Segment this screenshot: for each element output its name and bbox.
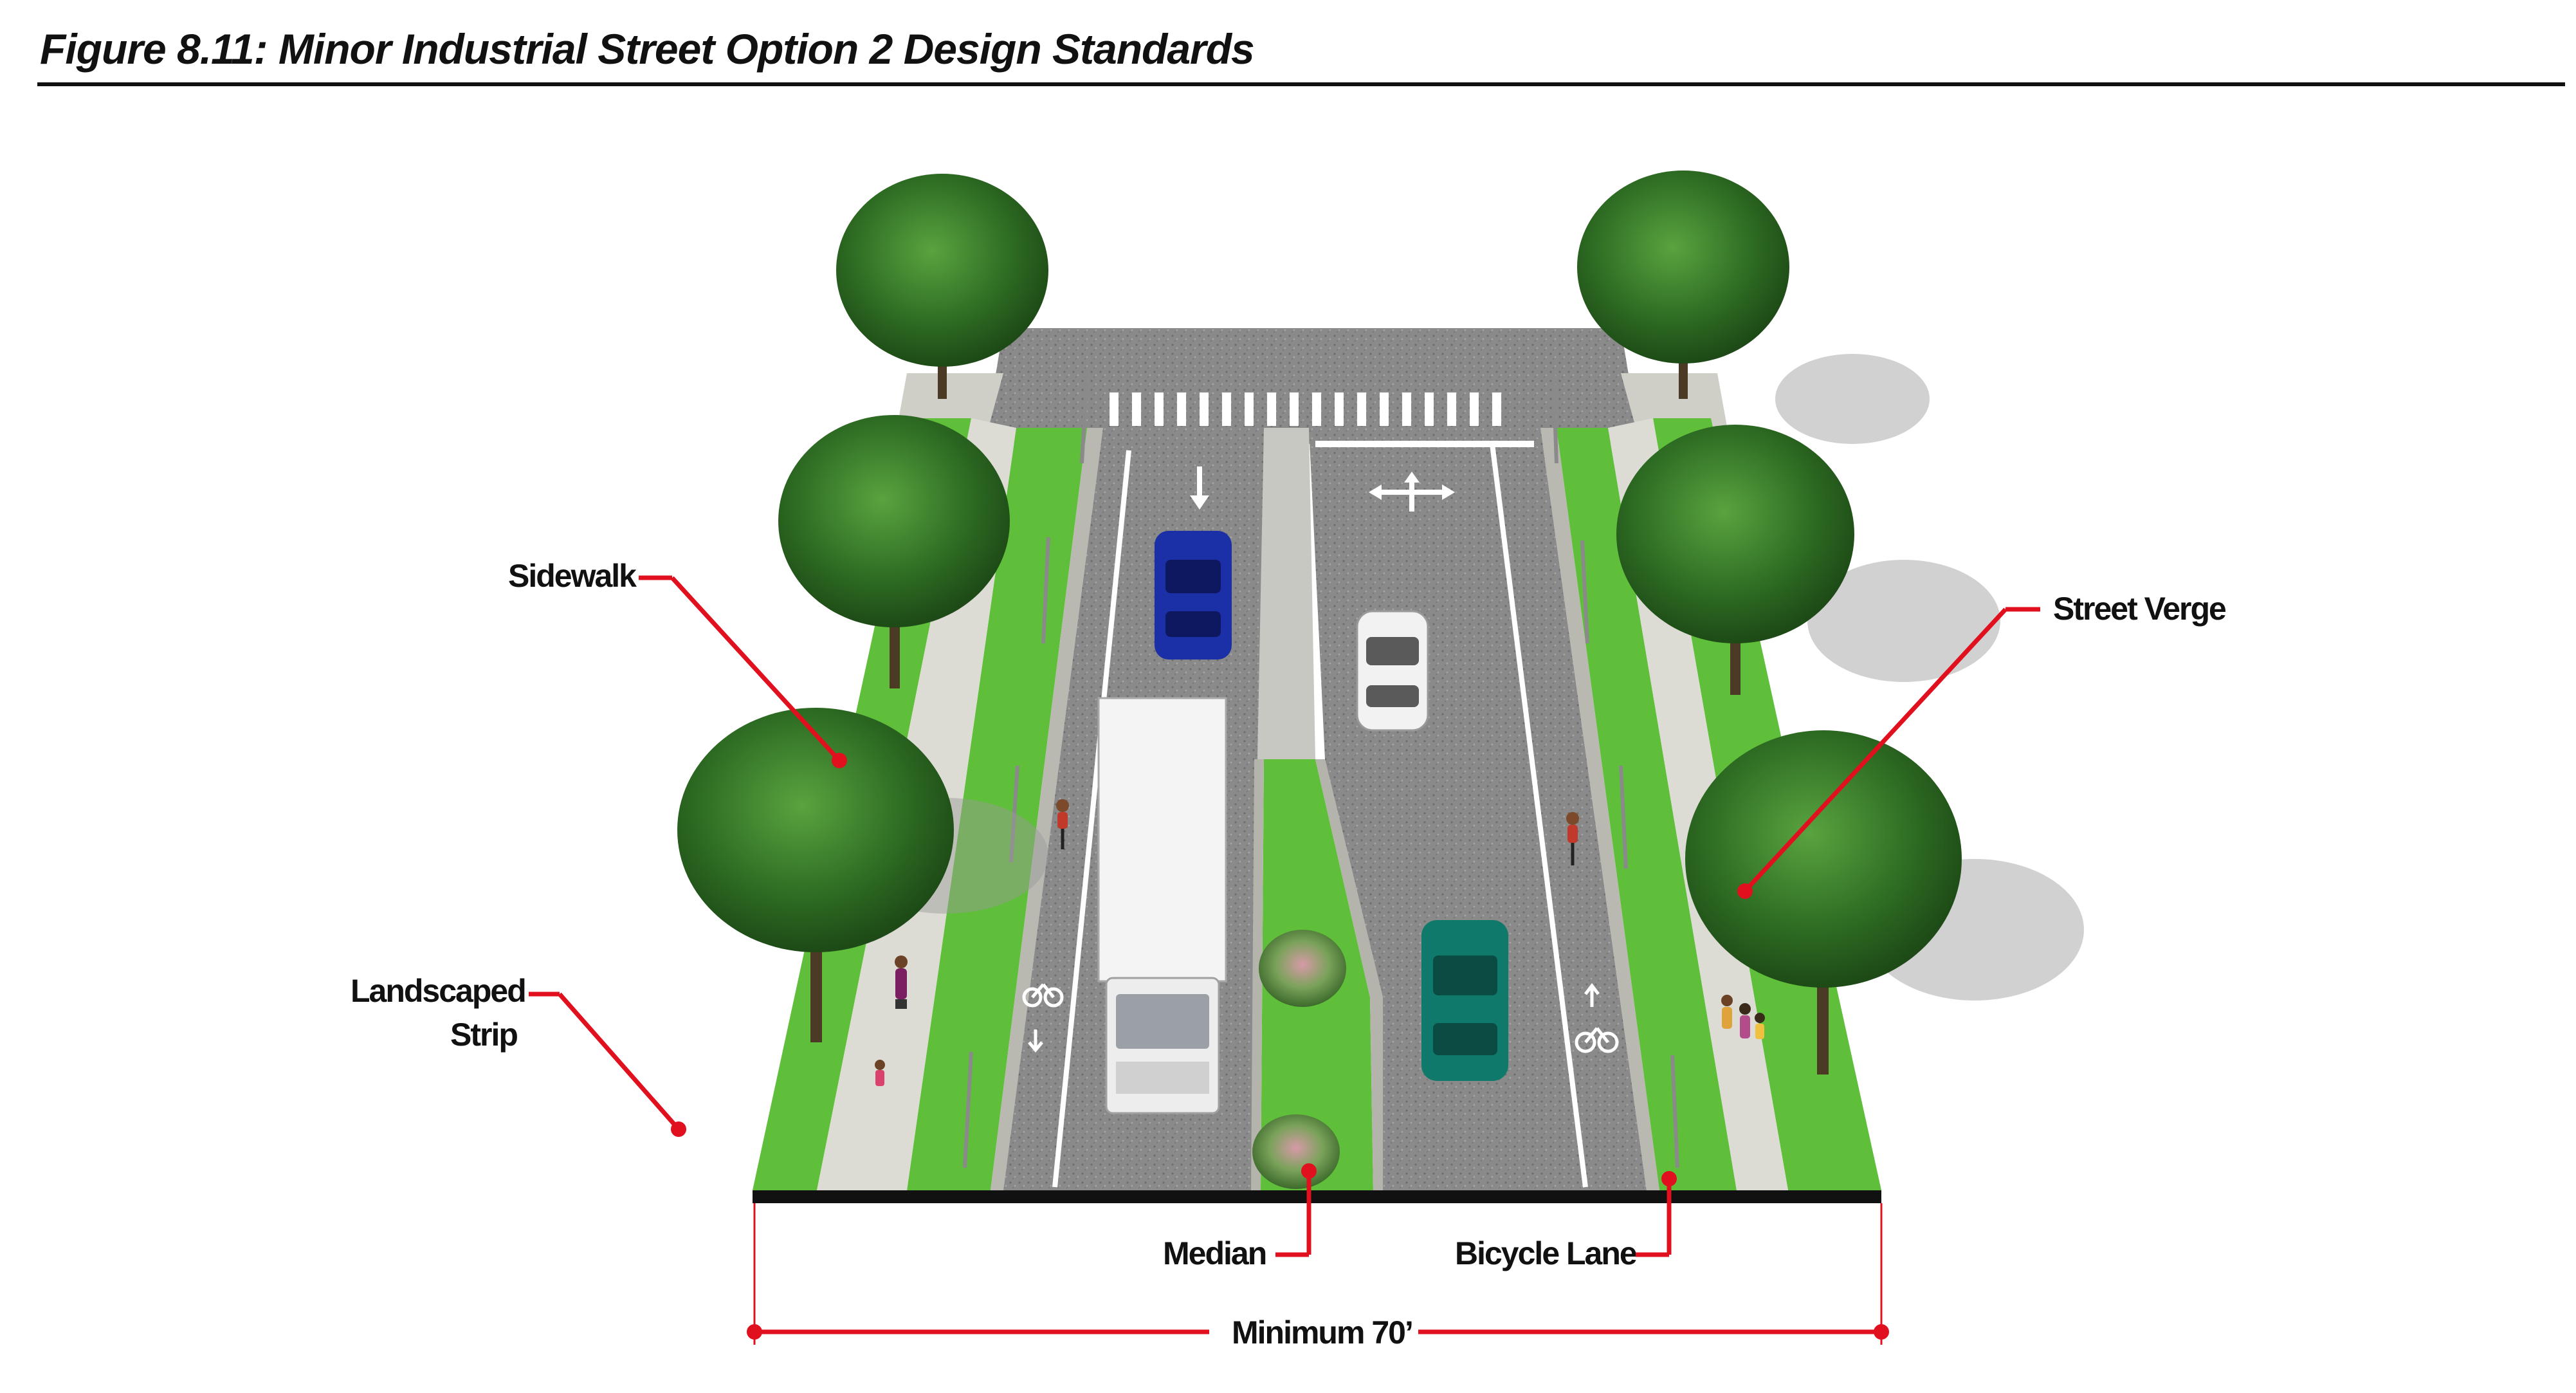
left-curb (991, 428, 1103, 1190)
tree-right-1 (1577, 171, 1789, 399)
down-arrow-marking (1190, 466, 1209, 510)
street-lights (963, 373, 1679, 1168)
street-verge-label: Street Verge (2053, 591, 2226, 627)
median-shrubs (1252, 930, 1346, 1189)
blue-car (1155, 531, 1232, 660)
landscaped-strip-label-line2: Strip (450, 1017, 517, 1053)
tree-left-3 (677, 708, 954, 1042)
landscaped-strip-callout: Landscaped Strip (351, 973, 686, 1137)
box-truck (1097, 697, 1227, 1114)
right-bike-lane-marking (1575, 982, 1619, 1053)
left-bike-lane-marking (1022, 983, 1064, 1053)
crosswalk (1110, 392, 1501, 426)
bicycle-lane-label: Bicycle Lane (1455, 1235, 1637, 1271)
sidewalk-callout: Sidewalk (508, 558, 847, 768)
bicycle-lane-callout: Bicycle Lane (1455, 1171, 1677, 1271)
landscaped-strip-label-line1: Landscaped (351, 973, 525, 1009)
child-pedestrian (875, 1060, 885, 1086)
street-base (753, 1190, 1881, 1203)
sidewalk-label: Sidewalk (508, 558, 637, 594)
tree-right-3 (1685, 730, 1962, 1075)
pedestrian-with-stroller (895, 955, 908, 1009)
left-cyclist (1056, 799, 1069, 849)
median-callout: Median (1163, 1163, 1317, 1271)
tree-right-2 (1616, 425, 1854, 695)
median-label: Median (1163, 1235, 1266, 1271)
cross-street (894, 328, 1730, 444)
tree-left-1 (836, 174, 1048, 399)
white-car (1356, 610, 1429, 732)
all-directions-arrow-marking (1369, 472, 1455, 512)
width-dimension: Minimum 70’ (747, 1203, 1889, 1351)
tree-left-2 (778, 415, 1010, 688)
walking-pedestrians (1721, 995, 1765, 1039)
figure-title: Figure 8.11: Minor Industrial Street Opt… (40, 25, 1255, 73)
right-curb (1540, 428, 1659, 1190)
right-cyclist (1566, 812, 1579, 865)
width-label: Minimum 70’ (1232, 1315, 1412, 1351)
teal-car (1421, 920, 1508, 1081)
street-verge-callout: Street Verge (1737, 591, 2227, 899)
title-divider (37, 82, 2565, 86)
